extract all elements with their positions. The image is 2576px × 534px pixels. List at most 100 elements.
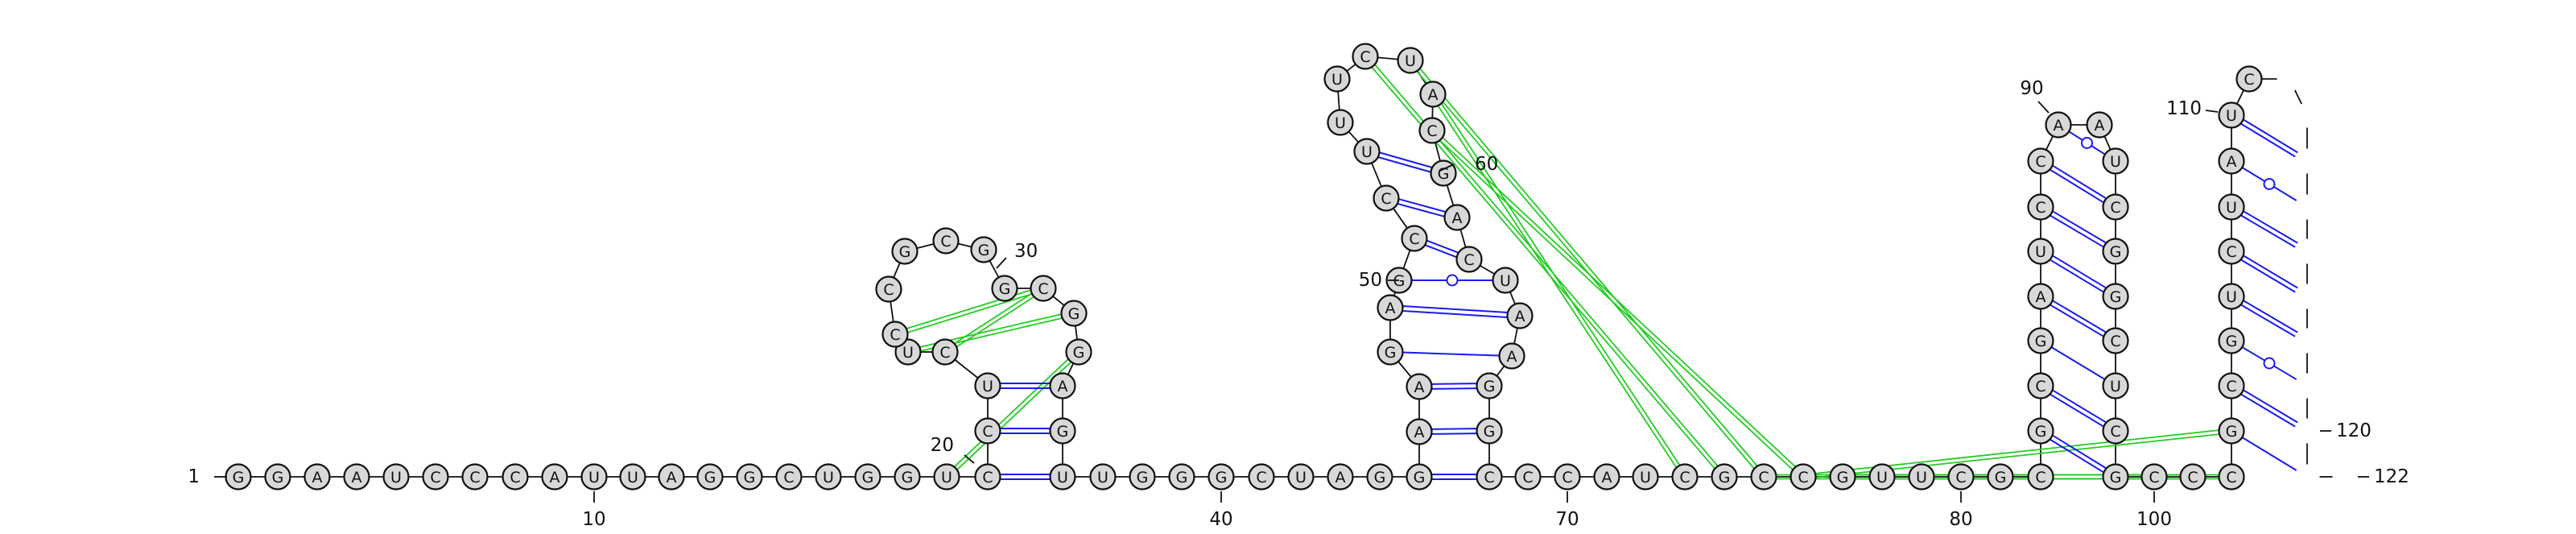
nucleotide-circle [932,227,960,255]
nucleotide-letter: G [978,242,990,259]
nucleotide-letter: C [783,469,794,486]
nucleotide-63: U [1492,267,1519,294]
nucleotide-22: U [974,372,1001,399]
base-pair-line [1426,239,1459,254]
wobble-pair-line [2273,365,2297,380]
nucleotide-letter: U [1335,114,1346,132]
nucleotide-letter: G [1837,469,1849,486]
nucleotide-circle [1168,463,1195,491]
nucleotide-68: C [1476,463,1503,491]
index-tick [2037,101,2050,114]
nucleotide-73: C [1671,463,1699,491]
nucleotide-letter: C [939,344,950,362]
nucleotide-letter: U [2110,153,2121,171]
nucleotide-letter: C [2035,378,2046,395]
nucleotide-letter: U [2226,199,2237,217]
nucleotide-letter: A [1507,348,1517,366]
nucleotide-circle [1671,463,1699,491]
nucleotide-91: A [2086,111,2113,139]
index-label-text: 50 [1359,270,1382,291]
nucleotide-circle [2102,327,2129,354]
nucleotide-21: C [974,417,1001,445]
nucleotide-letter: G [899,243,911,261]
nucleotide-letter: U [1057,469,1068,486]
index-label-90: 90 [2020,78,2050,114]
nucleotide-5: U [382,463,410,491]
nucleotide-84: C [2027,372,2054,399]
nucleotide-45: G [1406,463,1433,491]
nucleotide-letter: A [1385,300,1396,317]
nucleotide-circle [2027,372,2054,399]
wobble-pair-marker [2263,178,2276,190]
nucleotide-79: U [1908,463,1935,491]
backbone-link [1075,325,1078,340]
index-label-text: 80 [1949,509,1972,530]
base-pair-line [2050,438,2104,474]
nucleotide-letter: A [1414,379,1425,396]
nucleotide-106: U [2218,283,2245,310]
nucleotide-100: C [2140,463,2168,491]
index-label-70: 70 [1555,491,1579,530]
nucleotide-102: C [2218,463,2245,491]
nucleotide-circle [303,463,331,491]
nucleotide-letter: C [469,469,480,486]
nucleotide-43: A [1327,463,1354,491]
backbone-link [1496,365,1505,377]
nucleotide-letter: G [1995,469,2007,486]
nucleotide-48: G [1377,338,1404,366]
nucleotide-letter: C [2035,153,2046,171]
base-pair-line [1397,203,1445,217]
base-pair-line [2240,122,2296,158]
nucleotide-69: C [1514,463,1542,491]
nucleotide-85: G [2027,327,2054,354]
nucleotide-87: U [2027,238,2054,265]
nucleotide-44: G [1366,463,1393,491]
index-label-text: 110 [2166,98,2202,119]
nucleotide-letter: U [1331,71,1343,89]
nucleotide-circle [1632,463,1659,491]
nucleotide-circle [1868,463,1896,491]
base-pair-line [2052,255,2107,289]
index-tick [2205,110,2219,113]
index-label-100: 100 [2136,491,2172,530]
base-pair-line [2052,389,2107,424]
backbone-link [1377,56,1398,60]
backbone-link [2293,89,2303,105]
index-label-text: 120 [2336,420,2372,441]
wobble-pair-line [2241,167,2265,182]
nucleotide-letter: G [2110,288,2122,306]
nucleotide-letter: G [233,469,245,486]
nucleotide-letter: G [1176,469,1188,486]
index-label-120: 120 [2320,420,2372,441]
nucleotide-letter: G [2226,333,2238,350]
base-pair-line [2050,346,2106,380]
nucleotide-52: C [1373,184,1400,212]
nucleotide-circle [1397,47,1424,74]
nucleotide-78: U [1868,463,1896,491]
pseudoknot-pair-line [956,296,1034,348]
nucleotide-circle [2027,327,2054,354]
nucleotide-110: U [2218,101,2245,129]
nucleotide-88: C [2027,193,2054,221]
nucleotide-letter: C [2226,378,2236,395]
nucleotide-circle [1287,463,1315,491]
backbone-link [1509,292,1516,304]
nucleotide-circle [881,321,909,348]
pseudoknot-pair-line [1440,103,1681,466]
nucleotide-letter: C [510,469,520,486]
nucleotide-circle [1418,117,1446,144]
nucleotide-circle [1065,338,1092,366]
nucleotide-circle [1506,302,1534,329]
nucleotide-31: C [1030,275,1057,302]
index-label-30: 30 [996,241,1038,269]
base-pair-line [1379,151,1433,168]
index-label-110: 110 [2166,98,2219,119]
backbone-link [1446,184,1455,206]
nucleotide-57: U [1397,47,1424,74]
index-label-text: 90 [2020,78,2043,99]
nucleotide-97: U [2102,372,2129,399]
nucleotide-62: C [1455,246,1483,273]
nucleotide-letter: G [744,469,756,486]
nucleotide-circle [580,463,608,491]
